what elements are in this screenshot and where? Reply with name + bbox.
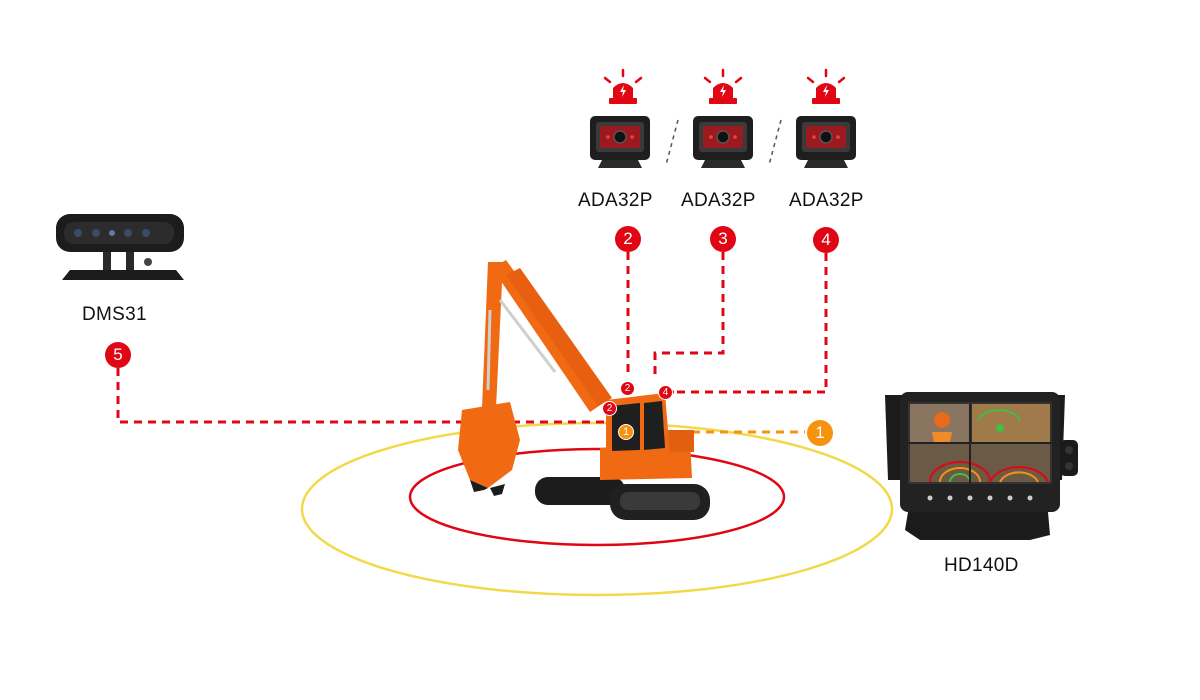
alarm-beacon-icon xyxy=(806,68,846,104)
monitor-icon xyxy=(885,392,1078,540)
alarm-beacon-icon xyxy=(703,68,743,104)
separator xyxy=(768,119,782,166)
line-cam3 xyxy=(672,253,828,394)
label-ada32p-3: ADA32P xyxy=(789,190,864,211)
label-ada32p-1: ADA32P xyxy=(578,190,653,211)
badge-4: 4 xyxy=(813,227,839,253)
badge-5: 5 xyxy=(105,342,131,368)
separator xyxy=(665,119,679,166)
badge-3: 3 xyxy=(710,226,736,252)
camera-icon xyxy=(693,116,753,168)
label-ada32p-2: ADA32P xyxy=(681,190,756,211)
badge-2: 2 xyxy=(615,226,641,252)
machine-marker-1: 1 xyxy=(618,424,634,440)
machine-marker-4: 4 xyxy=(658,385,673,400)
badge-1: 1 xyxy=(807,420,833,446)
connection-lines xyxy=(116,252,828,434)
inner-detection-zone xyxy=(408,447,786,547)
camera-icon xyxy=(590,116,650,168)
dms-camera-icon xyxy=(56,214,184,280)
label-dms31: DMS31 xyxy=(82,304,147,325)
machine-marker-2: 2 xyxy=(620,381,635,396)
machine-marker-2-side: 2 xyxy=(602,401,617,416)
label-hd140d: HD140D xyxy=(944,555,1019,576)
camera-icon xyxy=(796,116,856,168)
line-dms xyxy=(116,368,610,424)
line-cam2 xyxy=(653,252,725,378)
excavator-icon xyxy=(458,260,710,520)
alarm-beacon-icon xyxy=(603,68,643,104)
